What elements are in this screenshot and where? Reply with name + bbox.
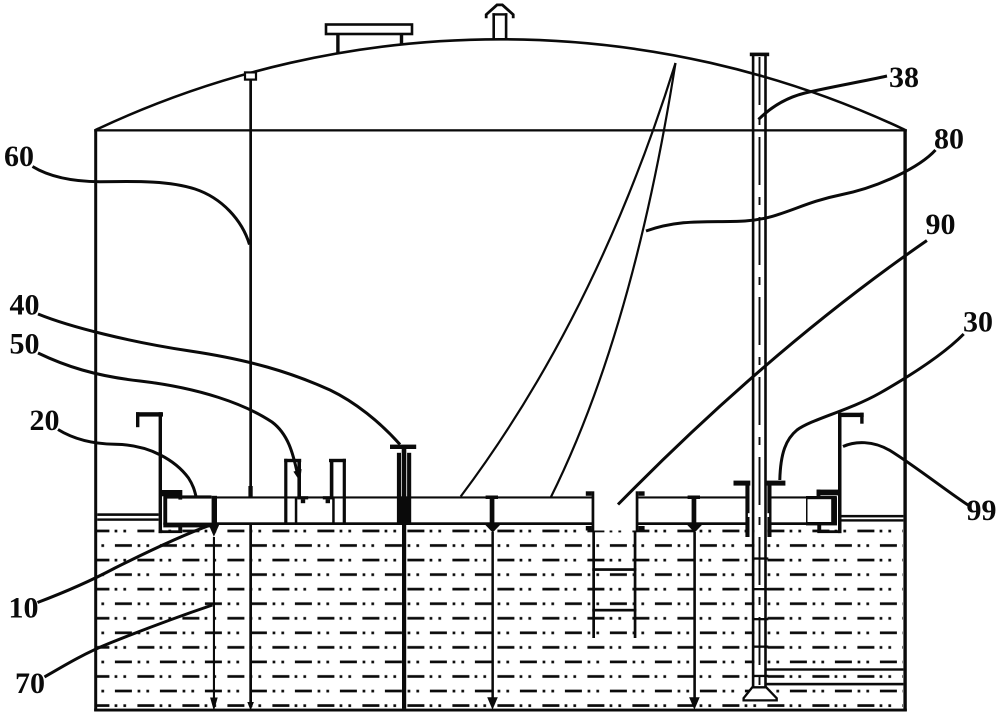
svg-text:40: 40 <box>10 289 40 322</box>
svg-text:70: 70 <box>15 667 45 700</box>
svg-text:60: 60 <box>4 140 34 173</box>
svg-text:99: 99 <box>967 494 997 527</box>
svg-text:50: 50 <box>10 328 40 361</box>
svg-text:90: 90 <box>926 208 956 241</box>
svg-text:30: 30 <box>963 306 993 339</box>
svg-text:80: 80 <box>934 123 964 156</box>
svg-text:10: 10 <box>9 592 39 625</box>
svg-text:20: 20 <box>30 404 60 437</box>
svg-text:38: 38 <box>889 61 919 94</box>
